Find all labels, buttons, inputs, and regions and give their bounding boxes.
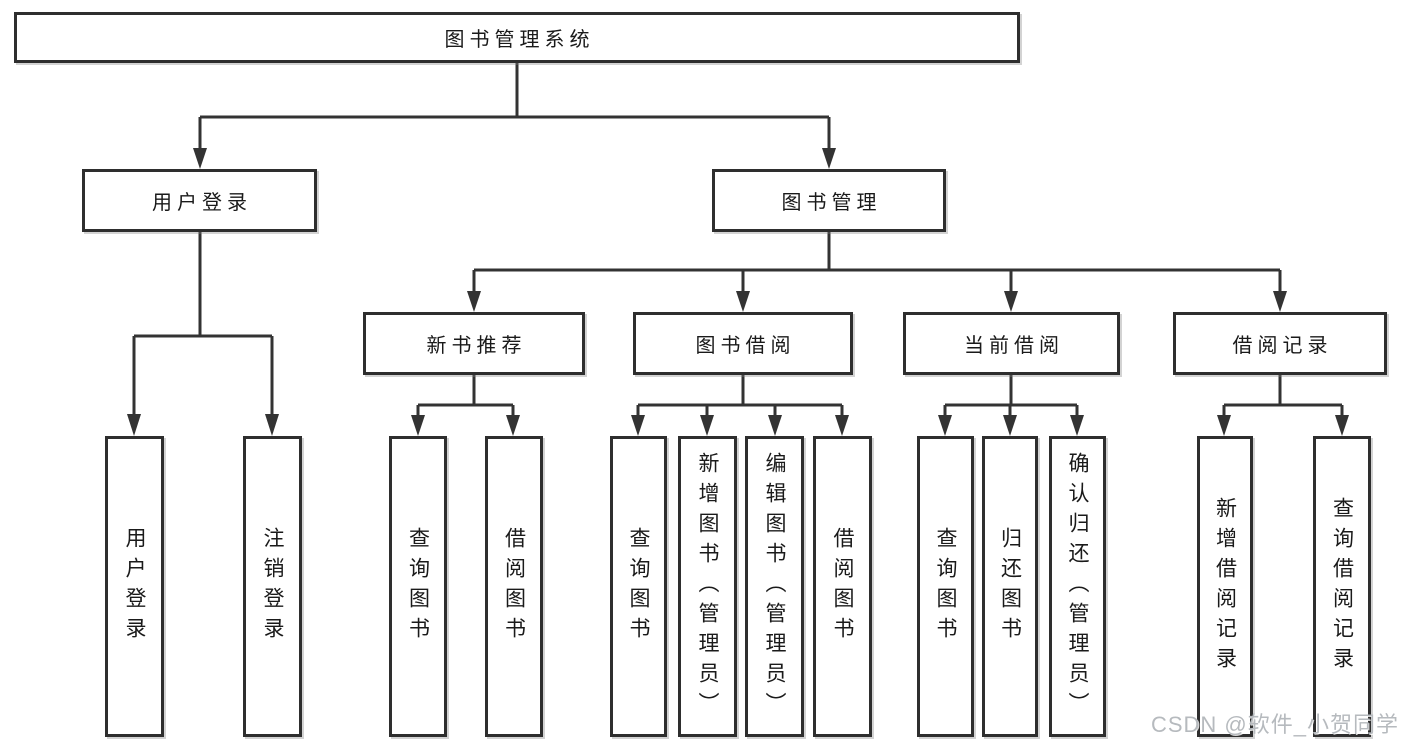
node-book-mgmt-label: 图书管理 bbox=[781, 192, 882, 214]
node-book-borrow: 图书借阅 bbox=[633, 312, 853, 375]
leaf-edit-books-admin: 编辑图书（管理员） bbox=[745, 436, 804, 737]
connector-new-book-rec-children bbox=[411, 375, 520, 436]
leaf-query-books-borrow-label: 查询图书 bbox=[627, 526, 650, 647]
node-current-borrow-label: 当前借阅 bbox=[964, 335, 1064, 357]
connector-root-to-level2 bbox=[193, 63, 836, 169]
leaf-add-borrow-record-label: 新增借阅记录 bbox=[1213, 496, 1237, 677]
leaf-query-books-newrec-label: 查询图书 bbox=[406, 526, 430, 647]
leaf-query-borrow-record: 查询借阅记录 bbox=[1313, 436, 1371, 737]
connector-book-mgmt-children bbox=[467, 232, 1287, 312]
leaf-return-books: 归还图书 bbox=[982, 436, 1038, 737]
node-borrow-record: 借阅记录 bbox=[1173, 312, 1387, 375]
leaf-logout: 注销登录 bbox=[243, 436, 302, 737]
node-user-login: 用户登录 bbox=[82, 169, 317, 232]
node-current-borrow: 当前借阅 bbox=[903, 312, 1120, 375]
leaf-user-login-label: 用户登录 bbox=[123, 526, 146, 647]
leaf-confirm-return-admin: 确认归还（管理员） bbox=[1049, 436, 1106, 737]
connector-current-borrow-children bbox=[938, 375, 1084, 436]
leaf-confirm-return-admin-label: 确认归还（管理员） bbox=[1066, 451, 1089, 722]
node-book-borrow-label: 图书借阅 bbox=[695, 335, 796, 357]
leaf-query-books-current-label: 查询图书 bbox=[934, 526, 957, 647]
leaf-user-login: 用户登录 bbox=[105, 436, 164, 737]
leaf-borrow-books-newrec: 借阅图书 bbox=[485, 436, 543, 737]
node-user-login-label: 用户登录 bbox=[152, 192, 252, 214]
node-root-label: 图书管理系统 bbox=[444, 29, 595, 51]
leaf-query-books-newrec: 查询图书 bbox=[389, 436, 447, 737]
leaf-logout-label: 注销登录 bbox=[261, 526, 284, 647]
leaf-query-borrow-record-label: 查询借阅记录 bbox=[1330, 496, 1354, 677]
leaf-query-books-current: 查询图书 bbox=[917, 436, 974, 737]
leaf-add-books-admin-label: 新增图书（管理员） bbox=[696, 451, 719, 722]
connector-borrow-record-children bbox=[1217, 375, 1349, 436]
node-book-mgmt: 图书管理 bbox=[712, 169, 946, 232]
leaf-borrow-books-label: 借阅图书 bbox=[831, 526, 854, 647]
leaf-add-books-admin: 新增图书（管理员） bbox=[678, 436, 737, 737]
node-borrow-record-label: 借阅记录 bbox=[1232, 335, 1333, 357]
leaf-query-books-borrow: 查询图书 bbox=[610, 436, 667, 737]
leaf-borrow-books: 借阅图书 bbox=[813, 436, 872, 737]
node-root-system: 图书管理系统 bbox=[14, 12, 1020, 63]
leaf-borrow-books-newrec-label: 借阅图书 bbox=[502, 526, 526, 647]
connector-user-login-children bbox=[127, 232, 279, 436]
node-new-book-rec-label: 新书推荐 bbox=[426, 335, 527, 357]
connector-book-borrow-children bbox=[631, 375, 849, 436]
leaf-edit-books-admin-label: 编辑图书（管理员） bbox=[763, 451, 786, 722]
node-new-book-rec: 新书推荐 bbox=[363, 312, 585, 375]
leaf-return-books-label: 归还图书 bbox=[998, 526, 1022, 647]
leaf-add-borrow-record: 新增借阅记录 bbox=[1197, 436, 1253, 737]
